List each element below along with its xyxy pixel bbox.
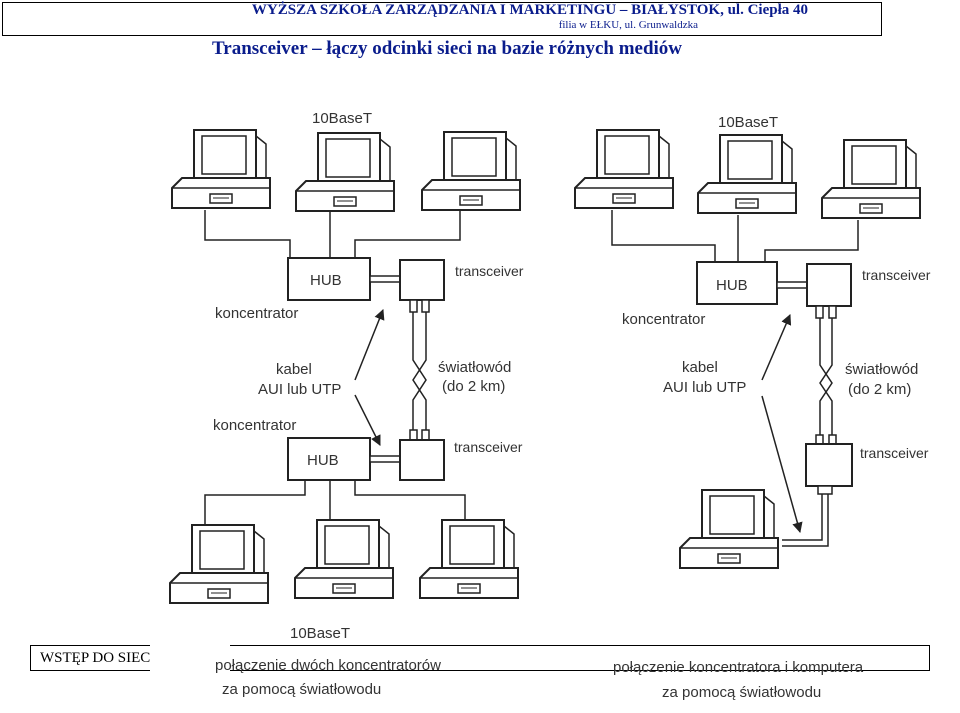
left-top-pc-2 [295, 132, 395, 212]
right-fiber [815, 305, 837, 446]
left-top-wiring [204, 210, 461, 260]
right-hub [696, 261, 778, 305]
right-top-pc-1 [574, 129, 674, 209]
left-hub-bottom-label: HUB [307, 452, 339, 469]
left-transceiver-top [399, 259, 445, 301]
left-koncentrator-bottom-label: koncentrator [213, 417, 296, 434]
header-branch: filia w EŁKU, ul. Grunwaldzka [558, 19, 698, 31]
left-transceiver-top-label: transceiver [455, 263, 524, 279]
left-fiber-label: światłowód [438, 359, 511, 376]
left-fiber [409, 299, 430, 441]
left-hub-bottom [287, 437, 371, 481]
left-kabel-type-label: AUI lub UTP [258, 381, 341, 398]
left-bottom-10baset-label: 10BaseT [290, 625, 350, 642]
right-transceiver-top-label: transceiver [862, 267, 931, 283]
left-top-pc-3 [421, 131, 521, 211]
left-fiber-range-label: (do 2 km) [442, 378, 505, 395]
left-hub-top-label: HUB [310, 272, 342, 289]
right-transceiver-bottom-label: transceiver [860, 445, 929, 461]
right-kabel-type-label: AUI lub UTP [663, 379, 746, 396]
left-transceiver-bottom-label: transceiver [454, 439, 523, 455]
right-hub-label: HUB [716, 277, 748, 294]
right-aui-cable [782, 485, 833, 547]
right-fiber-label: światłowód [845, 361, 918, 378]
slide-title: Transceiver – łączy odcinki sieci na baz… [212, 38, 683, 59]
right-diagram: 10BaseT HUB transceiver koncentrator kab… [574, 114, 931, 569]
left-kabel-label: kabel [276, 361, 312, 378]
right-top-10baset-label: 10BaseT [718, 114, 778, 131]
right-top-pc-3 [821, 139, 921, 219]
left-koncentrator-top-label: koncentrator [215, 305, 298, 322]
left-bottom-pc-3 [419, 519, 519, 599]
left-top-10baset-label: 10BaseT [312, 110, 372, 127]
right-top-pc-2 [697, 134, 797, 214]
footer-text: WSTĘP DO SIEC [40, 650, 151, 666]
left-bottom-pc-2 [294, 519, 394, 599]
right-transceiver-top [806, 263, 852, 307]
left-transceiver-bottom [399, 439, 445, 481]
right-bottom-pc [679, 489, 779, 569]
header-school-name: WYŻSZA SZKOŁA ZARZĄDZANIA I MARKETINGU –… [251, 2, 808, 18]
left-bottom-wiring [204, 480, 466, 525]
right-top-wiring [611, 210, 859, 264]
left-diagram: 10BaseT HUB transceiver koncentrator kab… [169, 110, 524, 642]
left-top-pc-1 [171, 129, 271, 209]
left-bottom-pc-1 [169, 524, 269, 604]
right-fiber-range-label: (do 2 km) [848, 381, 911, 398]
right-koncentrator-label: koncentrator [622, 311, 705, 328]
right-kabel-label: kabel [682, 359, 718, 376]
header-box [2, 2, 882, 36]
left-hub-top [287, 257, 371, 301]
right-transceiver-bottom [805, 443, 853, 487]
